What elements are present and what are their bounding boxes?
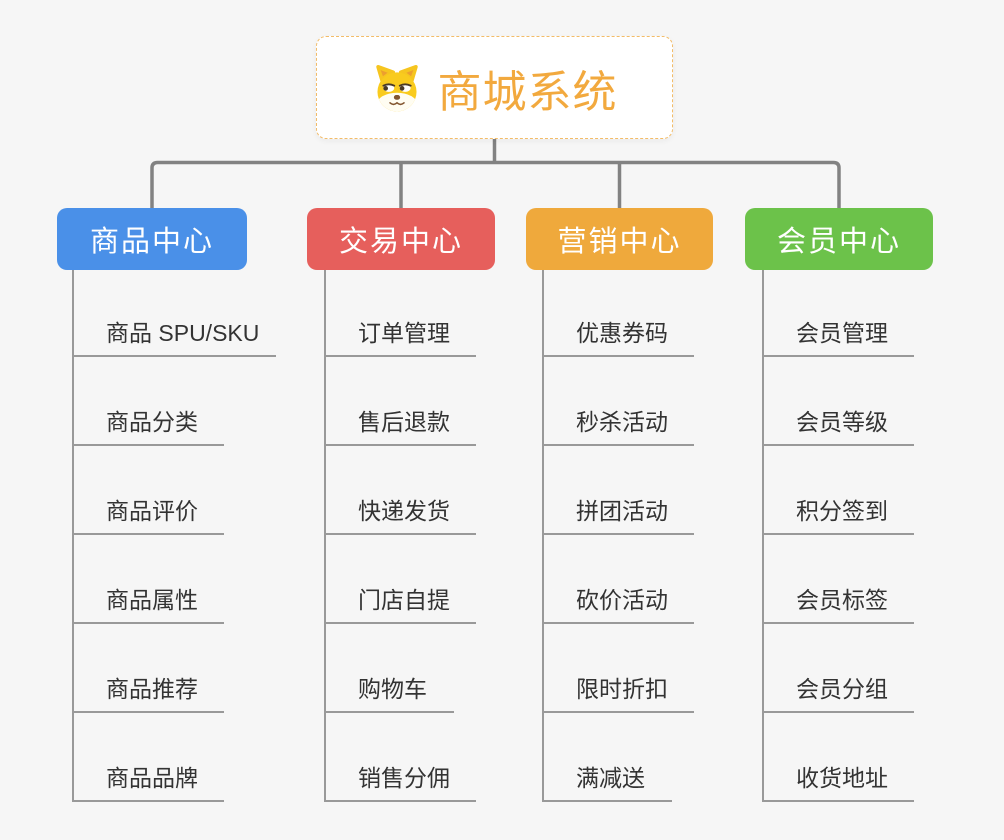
- leaf-label: 商品分类: [106, 409, 198, 435]
- leaf-node[interactable]: 门店自提: [324, 578, 476, 624]
- leaf-label: 限时折扣: [576, 676, 668, 702]
- leaf-node[interactable]: 拼团活动: [542, 489, 694, 535]
- root-node[interactable]: 商城系统: [316, 36, 673, 139]
- leaf-node[interactable]: 商品推荐: [72, 667, 224, 713]
- leaf-node[interactable]: 订单管理: [324, 311, 476, 357]
- leaf-node[interactable]: 会员分组: [762, 667, 914, 713]
- leaf-label: 会员分组: [796, 676, 888, 702]
- leaf-node[interactable]: 秒杀活动: [542, 400, 694, 446]
- leaf-node[interactable]: 会员标签: [762, 578, 914, 624]
- leaf-label: 商品评价: [106, 498, 198, 524]
- leaf-label: 售后退款: [358, 409, 450, 435]
- dog-face-icon: [372, 63, 422, 113]
- leaf-node[interactable]: 会员管理: [762, 311, 914, 357]
- leaf-label: 购物车: [358, 676, 427, 702]
- root-title: 商城系统: [437, 67, 618, 117]
- branch-spine-product-center: [72, 270, 74, 802]
- leaf-node[interactable]: 积分签到: [762, 489, 914, 535]
- leaf-label: 会员标签: [796, 587, 888, 613]
- leaf-node[interactable]: 销售分佣: [324, 756, 476, 802]
- leaf-label: 门店自提: [358, 587, 450, 613]
- branch-spine-trade-center: [324, 270, 326, 802]
- leaf-node[interactable]: 会员等级: [762, 400, 914, 446]
- leaf-node[interactable]: 商品评价: [72, 489, 224, 535]
- leaf-node[interactable]: 购物车: [324, 667, 454, 713]
- branch-spine-marketing-center: [542, 270, 544, 802]
- leaf-label: 销售分佣: [358, 765, 450, 791]
- leaf-label: 满减送: [576, 765, 645, 791]
- leaf-label: 积分签到: [796, 498, 888, 524]
- tree-connector-path: [150, 139, 841, 208]
- leaf-node[interactable]: 商品属性: [72, 578, 224, 624]
- leaf-node[interactable]: 优惠券码: [542, 311, 694, 357]
- leaf-label: 收货地址: [796, 765, 888, 791]
- leaf-label: 砍价活动: [576, 587, 668, 613]
- branch-spine-member-center: [762, 270, 764, 802]
- leaf-label: 商品品牌: [106, 765, 198, 791]
- leaf-node[interactable]: 限时折扣: [542, 667, 694, 713]
- leaf-node[interactable]: 商品品牌: [72, 756, 224, 802]
- leaf-label: 订单管理: [358, 320, 450, 346]
- branch-header-member-center[interactable]: 会员中心: [745, 208, 933, 270]
- leaf-node[interactable]: 快递发货: [324, 489, 476, 535]
- leaf-label: 秒杀活动: [576, 409, 668, 435]
- leaf-label: 商品属性: [106, 587, 198, 613]
- leaf-node[interactable]: 砍价活动: [542, 578, 694, 624]
- leaf-node[interactable]: 满减送: [542, 756, 672, 802]
- leaf-label: 优惠券码: [576, 320, 668, 346]
- branch-header-product-center[interactable]: 商品中心: [57, 208, 247, 270]
- leaf-node[interactable]: 商品 SPU/SKU: [72, 311, 276, 357]
- leaf-node[interactable]: 收货地址: [762, 756, 914, 802]
- leaf-label: 商品推荐: [106, 676, 198, 702]
- leaf-label: 会员管理: [796, 320, 888, 346]
- leaf-label: 快递发货: [358, 498, 450, 524]
- leaf-label: 拼团活动: [576, 498, 668, 524]
- branch-header-trade-center[interactable]: 交易中心: [307, 208, 495, 270]
- branch-header-marketing-center[interactable]: 营销中心: [526, 208, 713, 270]
- leaf-label: 商品 SPU/SKU: [106, 320, 260, 346]
- leaf-label: 会员等级: [796, 409, 888, 435]
- leaf-node[interactable]: 商品分类: [72, 400, 224, 446]
- leaf-node[interactable]: 售后退款: [324, 400, 476, 446]
